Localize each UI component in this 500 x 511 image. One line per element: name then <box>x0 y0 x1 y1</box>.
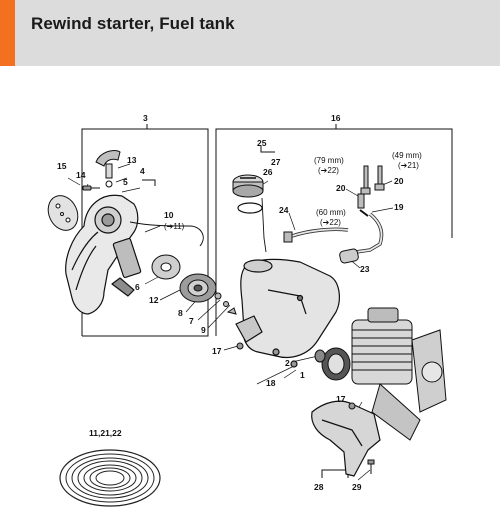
callout-16: 16 <box>331 113 341 123</box>
washer-disc <box>47 195 79 231</box>
header-accent-bar <box>0 0 15 66</box>
screw-17a <box>236 342 244 350</box>
callout-12: 12 <box>149 295 159 305</box>
callout-26: 26 <box>263 167 273 177</box>
callout-20-left: 20 <box>336 183 346 193</box>
callout-spring: 11,21,22 <box>89 428 122 438</box>
rope-rotor <box>151 254 181 280</box>
small-parts <box>214 292 237 315</box>
note-rope-ref: (➔11) <box>164 222 185 231</box>
group-brackets <box>81 124 453 478</box>
callout-3: 3 <box>143 113 148 123</box>
bracket-25 <box>260 146 275 153</box>
callout-9: 9 <box>201 325 206 335</box>
note-hose-60-ref: (➔22) <box>320 218 341 227</box>
cap-strap <box>261 197 267 253</box>
rewind-spring <box>59 449 161 507</box>
callout-15: 15 <box>57 161 67 171</box>
callout-2: 2 <box>285 358 290 368</box>
callout-25: 25 <box>257 138 267 148</box>
callout-27: 27 <box>271 157 281 167</box>
hose-fittings <box>357 165 385 209</box>
callout-29: 29 <box>352 482 362 492</box>
callout-7: 7 <box>189 316 194 326</box>
callout-24: 24 <box>279 205 289 215</box>
callout-8: 8 <box>178 308 183 318</box>
callout-10: 10 <box>164 210 174 220</box>
callout-20-right: 20 <box>394 176 404 186</box>
bracket-28 <box>321 469 349 478</box>
callout-17-left: 17 <box>212 346 222 356</box>
callout-1: 1 <box>300 370 305 380</box>
callout-23: 23 <box>360 264 370 274</box>
note-hose-79: (79 mm) <box>314 156 344 165</box>
screw-29 <box>367 459 375 474</box>
page-title: Rewind starter, Fuel tank <box>31 14 235 33</box>
note-hose-49-ref: (➔21) <box>398 161 419 170</box>
note-hose-60: (60 mm) <box>316 208 346 217</box>
callout-14: 14 <box>76 170 86 180</box>
grommet <box>314 349 326 363</box>
note-hose-79-ref: (➔22) <box>318 166 339 175</box>
callout-labels: 3 16 13 4 15 14 5 10 (➔11) 6 12 8 7 9 17… <box>57 113 422 492</box>
note-hose-49: (49 mm) <box>392 151 422 160</box>
callout-4: 4 <box>140 166 145 176</box>
mounting-bracket <box>311 400 381 477</box>
callout-28: 28 <box>314 482 324 492</box>
ratchet-cup <box>179 273 217 303</box>
callout-18: 18 <box>266 378 276 388</box>
fuel-tank-frame <box>215 128 453 336</box>
leader-lines <box>67 163 394 481</box>
callout-6: 6 <box>135 282 140 292</box>
starter-rope <box>129 221 204 247</box>
callout-13: 13 <box>127 155 137 165</box>
callout-19: 19 <box>394 202 404 212</box>
page-header: Rewind starter, Fuel tank <box>0 0 500 66</box>
fuel-filter <box>339 248 359 264</box>
starter-grip <box>95 149 121 188</box>
cap-gasket <box>237 202 263 214</box>
screw-17b <box>348 402 356 410</box>
starter-housing <box>65 194 142 315</box>
engine-cylinder <box>351 307 447 441</box>
callout-17-right: 17 <box>336 394 346 404</box>
rewind-starter-frame <box>81 128 209 337</box>
bracket-4 <box>142 179 156 186</box>
air-filter-element <box>321 347 351 381</box>
fuel-tank <box>235 258 340 368</box>
fuel-hoses <box>283 209 384 254</box>
screw-14 <box>82 185 100 191</box>
callout-5: 5 <box>123 177 128 187</box>
fuel-cap <box>232 174 264 198</box>
